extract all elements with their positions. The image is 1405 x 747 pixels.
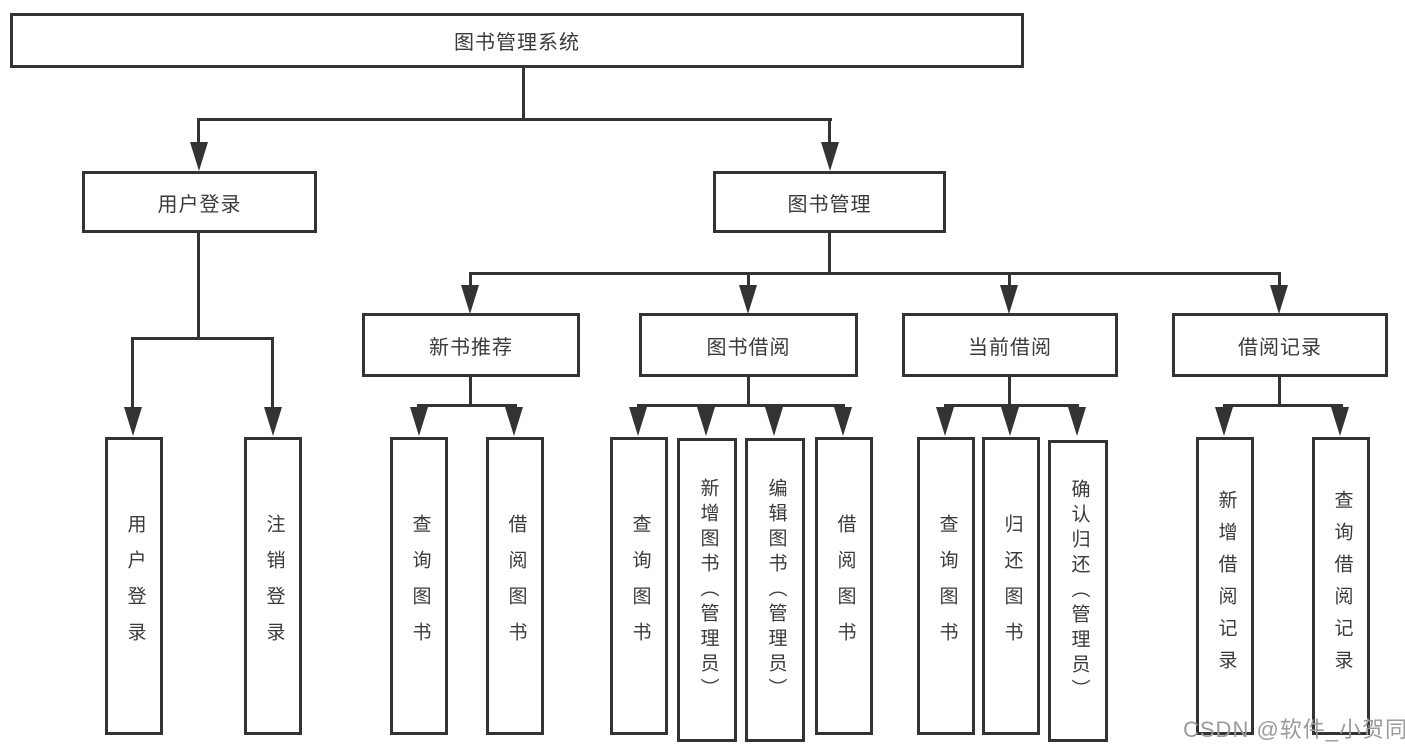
leaf-borrow-books-label: 借阅图书 <box>505 514 527 658</box>
arrow-down-icon <box>629 407 647 436</box>
connector-drop <box>1008 377 1011 406</box>
leaf-confirm-return-admin-label: 确认归还（管理员） <box>1068 478 1090 704</box>
node-current-borrow: 当前借阅 <box>902 313 1118 377</box>
arrow-down-icon <box>124 407 142 436</box>
arrow-down-icon <box>190 142 208 171</box>
leaf-edit-books-admin: 编辑图书（管理员） <box>745 438 805 742</box>
connector-user-login-hline <box>131 337 274 340</box>
leaf-borrow-books-label: 借阅图书 <box>834 514 856 658</box>
connector-hline <box>944 404 1079 407</box>
arrow-down-icon <box>834 407 852 436</box>
leaf-logout: 注销登录 <box>244 437 302 735</box>
leaf-return-books: 归还图书 <box>982 437 1040 735</box>
leaf-add-borrow-record: 新增借阅记录 <box>1196 437 1254 735</box>
arrow-down-icon <box>821 142 839 171</box>
connector-hline <box>417 404 517 407</box>
leaf-query-books: 查询图书 <box>610 437 668 735</box>
leaf-borrow-books: 借阅图书 <box>815 437 873 735</box>
node-borrow-records: 借阅记录 <box>1172 313 1388 377</box>
node-new-book-recommend: 新书推荐 <box>362 313 580 377</box>
node-new-book-recommend-label: 新书推荐 <box>429 336 513 359</box>
leaf-query-borrow-record-label: 查询借阅记录 <box>1331 490 1353 682</box>
arrow-down-icon <box>1001 407 1019 436</box>
connector-drop <box>469 377 472 407</box>
arrow-down-icon <box>936 407 954 436</box>
connector-drop <box>747 377 750 406</box>
node-current-borrow-label: 当前借阅 <box>968 336 1052 359</box>
connector-stub-level3 <box>1278 272 1281 290</box>
arrow-down-icon <box>505 407 523 436</box>
leaf-edit-books-admin-label: 编辑图书（管理员） <box>765 477 787 703</box>
leaf-logout-label: 注销登录 <box>263 514 285 658</box>
leaf-add-borrow-record-label: 新增借阅记录 <box>1215 490 1237 682</box>
connector-hline <box>637 404 845 407</box>
node-root: 图书管理系统 <box>10 13 1024 68</box>
connector-user-login-drop <box>197 233 200 337</box>
arrow-down-icon <box>1215 407 1233 436</box>
arrow-down-icon <box>765 407 783 436</box>
leaf-query-books-label: 查询图书 <box>629 514 651 658</box>
connector-book-mgmt-drop <box>828 233 831 274</box>
node-book-borrow-label: 图书借阅 <box>706 336 791 359</box>
connector-hline <box>1223 404 1343 407</box>
leaf-query-books: 查询图书 <box>390 437 448 735</box>
arrow-down-icon <box>264 407 282 436</box>
leaf-user-login: 用户登录 <box>105 437 163 735</box>
connector-root-drop <box>522 68 525 118</box>
node-root-label: 图书管理系统 <box>454 32 580 54</box>
arrow-down-icon <box>1331 407 1349 436</box>
arrow-down-icon <box>410 407 428 436</box>
connector-stub-level3 <box>469 272 472 290</box>
node-book-management-label: 图书管理 <box>787 193 872 216</box>
leaf-query-books-label: 查询图书 <box>936 514 958 658</box>
node-book-management: 图书管理 <box>713 171 946 233</box>
node-user-login-label: 用户登录 <box>157 193 242 216</box>
connector-drop <box>1278 377 1281 406</box>
leaf-query-borrow-record: 查询借阅记录 <box>1312 437 1370 735</box>
leaf-query-books: 查询图书 <box>917 437 975 735</box>
node-book-borrow: 图书借阅 <box>639 313 858 377</box>
connector-level2-hline <box>198 118 832 121</box>
arrow-down-icon <box>1068 407 1086 436</box>
connector-stub-book-mgmt <box>828 118 831 148</box>
leaf-borrow-books: 借阅图书 <box>486 437 544 735</box>
leaf-user-login-label: 用户登录 <box>124 514 146 658</box>
leaf-add-books-admin: 新增图书（管理员） <box>677 438 737 742</box>
leaf-confirm-return-admin: 确认归还（管理员） <box>1048 440 1108 742</box>
leaf-add-books-admin-label: 新增图书（管理员） <box>697 477 719 703</box>
connector-stub-user-login <box>197 118 200 148</box>
leaf-return-books-label: 归还图书 <box>1001 514 1023 658</box>
node-borrow-records-label: 借阅记录 <box>1238 336 1322 359</box>
arrow-down-icon <box>739 285 757 314</box>
csdn-watermark: CSDN @软件_小贺同学 <box>1183 717 1405 742</box>
connector-stub-leaf <box>131 337 134 409</box>
connector-stub-leaf <box>271 337 274 409</box>
node-user-login: 用户登录 <box>82 171 317 233</box>
connector-level3-hline <box>469 272 1280 275</box>
connector-stub-level3 <box>1008 272 1011 290</box>
arrow-down-icon <box>1000 285 1018 314</box>
arrow-down-icon <box>1270 285 1288 314</box>
arrow-down-icon <box>697 407 715 436</box>
leaf-query-books-label: 查询图书 <box>409 514 431 658</box>
arrow-down-icon <box>461 285 479 314</box>
connector-stub-level3 <box>747 272 750 290</box>
